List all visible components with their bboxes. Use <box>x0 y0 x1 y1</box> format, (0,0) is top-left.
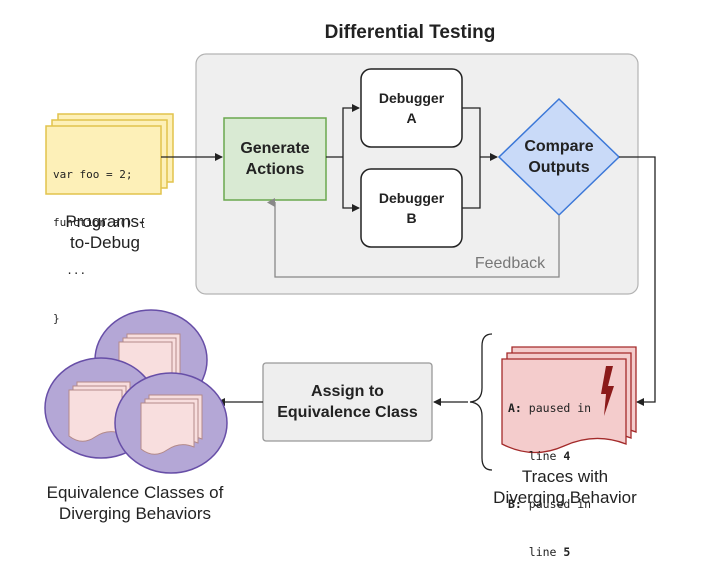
code-line: ... <box>53 264 87 277</box>
programs-stack <box>45 113 174 195</box>
debugger-b-line: Debugger <box>378 190 445 206</box>
trace-sheet <box>501 358 627 454</box>
feedback-loop-arrow <box>267 198 560 278</box>
debugger-a-line: Debugger <box>378 90 445 106</box>
feedback-label: Feedback <box>474 255 546 272</box>
trace-line-a: A: paused in <box>508 401 592 415</box>
traces-label-line: Traces with <box>521 467 609 486</box>
diagram-canvas <box>44 53 656 474</box>
generate-actions-box <box>223 117 327 201</box>
debugger-b-text: Debugger B <box>361 169 462 247</box>
trace-line-a2: line 4 <box>528 449 571 463</box>
programs-label: Programs- to-Debug <box>40 211 170 253</box>
diagram-title: Differential Testing <box>324 22 496 43</box>
split-to-debugger-a-arrow <box>342 104 360 157</box>
traces-label: Traces with Diverging Behavior <box>480 466 650 508</box>
debugger-b-line: B <box>406 210 417 226</box>
debugger-a-text: Debugger A <box>361 69 462 147</box>
traces-brace <box>469 333 493 471</box>
split-to-debugger-b-arrow <box>342 157 360 212</box>
equivalence-label-line: Equivalence Classes of <box>46 483 224 502</box>
trace-line-b2: line 5 <box>528 545 571 559</box>
trace-line-b: B: paused in <box>508 497 592 511</box>
compare-to-traces-arrow <box>619 156 656 406</box>
assign-line: Equivalence Class <box>277 404 418 421</box>
program-code-sheet <box>45 125 162 195</box>
debugger-a-to-merge-line <box>462 107 481 157</box>
compare-outputs-text: Compare Outputs <box>505 127 613 187</box>
code-line: function a() { <box>53 216 146 229</box>
assign-line: Assign to <box>311 383 384 400</box>
equivalence-label-line: Diverging Behaviors <box>58 504 212 523</box>
generate-actions-text: Generate Actions <box>224 118 326 200</box>
assign-equivalence-text: Assign to Equivalence Class <box>263 363 432 441</box>
debugger-b-to-merge-line <box>462 157 481 209</box>
program-code: var foo = 2; function a() { ... } <box>53 135 161 343</box>
code-line: var foo = 2; <box>53 168 133 181</box>
generate-actions-line: Actions <box>245 161 305 178</box>
generate-actions-line: Generate <box>240 140 310 157</box>
compare-outputs-line: Outputs <box>528 159 590 176</box>
code-line: } <box>53 312 60 325</box>
compare-outputs-line: Compare <box>524 138 594 155</box>
programs-label-line: to-Debug <box>70 233 140 252</box>
traces-label-line: Diverging Behavior <box>493 488 637 507</box>
programs-label-line: Programs- <box>65 212 145 231</box>
divergence-bolt-icon <box>601 366 614 416</box>
equivalence-cluster-right <box>114 372 228 474</box>
equivalence-classes-label: Equivalence Classes of Diverging Behavio… <box>30 482 240 524</box>
debugger-a-line: A <box>406 110 417 126</box>
traces-stack <box>501 346 637 454</box>
